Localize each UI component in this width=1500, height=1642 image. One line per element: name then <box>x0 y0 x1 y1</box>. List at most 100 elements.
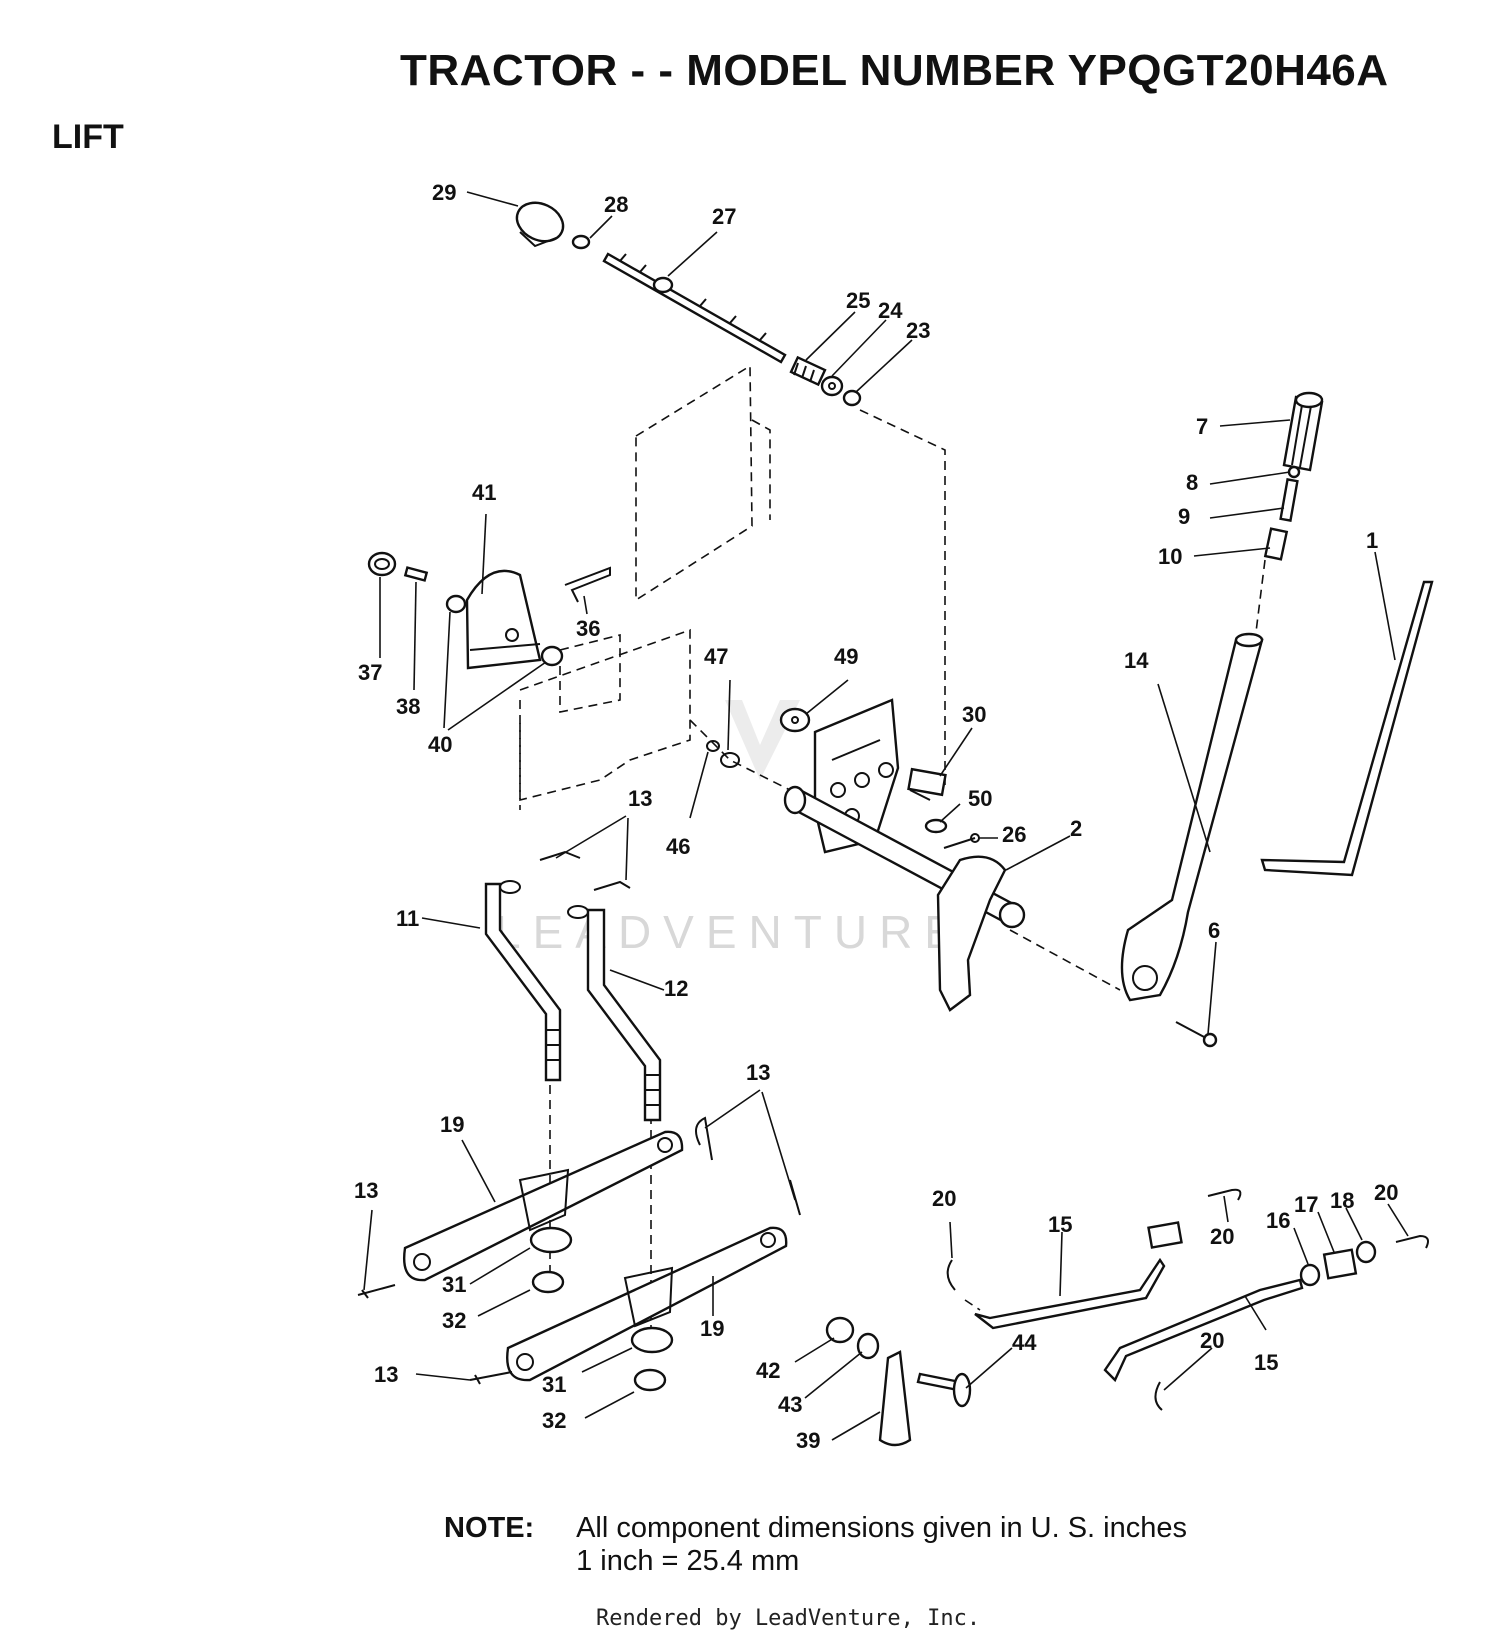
spring-part-25 <box>789 355 827 387</box>
note-label: NOTE: <box>444 1512 535 1544</box>
callout-13-right: 13 <box>746 1060 770 1085</box>
callout-42: 42 <box>756 1358 780 1383</box>
callout-31-upper: 31 <box>442 1272 466 1297</box>
callout-20-lower: 20 <box>1200 1328 1224 1353</box>
callout-13-lower: 13 <box>374 1362 398 1387</box>
callout-36: 36 <box>576 616 600 641</box>
callouts: 29 28 27 25 24 23 7 8 9 10 1 41 36 37 38… <box>354 180 1398 1453</box>
pin-part-26 <box>943 833 980 849</box>
callout-19-upper: 19 <box>440 1112 464 1137</box>
clip-part-13c <box>357 1284 396 1299</box>
callout-43: 43 <box>778 1392 802 1417</box>
callout-26: 26 <box>1002 822 1026 847</box>
footer-credit: Rendered by LeadVenture, Inc. <box>596 1606 981 1631</box>
rod-part-15a <box>974 1221 1183 1330</box>
washer-part-24 <box>820 375 844 397</box>
callout-2: 2 <box>1070 816 1082 841</box>
callout-18: 18 <box>1330 1188 1354 1213</box>
lift-arm-part-19b <box>506 1226 788 1382</box>
bushing-part-31b <box>630 1326 674 1354</box>
callout-1: 1 <box>1366 528 1378 553</box>
pivot-part-30 <box>907 767 947 801</box>
callout-49: 49 <box>834 644 858 669</box>
callout-50: 50 <box>968 786 992 811</box>
bolt-part-6 <box>1175 1021 1218 1048</box>
section-label: LIFT <box>52 118 124 156</box>
bracket-part-41 <box>465 569 542 670</box>
callout-10: 10 <box>1158 544 1182 569</box>
callout-30: 30 <box>962 702 986 727</box>
trunnion-part-17 <box>1322 1248 1358 1280</box>
callout-38: 38 <box>396 694 420 719</box>
knob-part-29 <box>515 201 565 248</box>
callout-32-lower: 32 <box>542 1408 566 1433</box>
bracket-part-39 <box>878 1350 912 1447</box>
lift-link-part-12 <box>567 905 662 1122</box>
callout-27: 27 <box>712 204 736 229</box>
nut-part-32a <box>531 1270 565 1294</box>
leader-lines <box>363 191 1409 1441</box>
clip-part-47 <box>720 752 740 768</box>
screw-part-38 <box>403 566 429 582</box>
callout-14: 14 <box>1124 648 1149 673</box>
lift-rod-part-1 <box>1260 580 1434 877</box>
clip-part-20a <box>946 1259 956 1291</box>
callout-11: 11 <box>396 906 419 931</box>
callout-28: 28 <box>604 192 628 217</box>
page-title: TRACTOR - - MODEL NUMBER YPQGT20H46A <box>400 46 1389 95</box>
callout-41: 41 <box>472 480 496 505</box>
washer-part-40a <box>445 594 467 614</box>
callout-8: 8 <box>1186 470 1198 495</box>
rod-part-15b <box>1103 1278 1304 1383</box>
clip-part-20c <box>1395 1234 1429 1249</box>
callout-44: 44 <box>1012 1330 1037 1355</box>
callout-20-mid: 20 <box>1210 1224 1234 1249</box>
callout-12: 12 <box>664 976 688 1001</box>
washer-part-49 <box>779 707 811 733</box>
callout-24: 24 <box>878 298 903 323</box>
pin-part-8 <box>1287 465 1301 479</box>
callout-19-lower: 19 <box>700 1316 724 1341</box>
clip-part-20d <box>1154 1381 1163 1411</box>
callout-20-left: 20 <box>932 1186 956 1211</box>
callout-13-left: 13 <box>354 1178 378 1203</box>
nut-part-18 <box>1355 1240 1377 1264</box>
callout-23: 23 <box>906 318 930 343</box>
bushing-part-31a <box>529 1226 573 1254</box>
callout-39: 39 <box>796 1428 820 1453</box>
callout-6: 6 <box>1208 918 1220 943</box>
grip-part-7 <box>1282 391 1324 472</box>
washer-part-28 <box>571 234 591 250</box>
lift-arm-part-19a <box>403 1130 684 1282</box>
callout-46: 46 <box>666 834 690 859</box>
nut-part-32b <box>633 1368 667 1392</box>
callout-9: 9 <box>1178 504 1190 529</box>
washer-part-40b <box>540 645 564 667</box>
clip-part-13d <box>469 1371 513 1385</box>
note-body: All component dimensions given in U. S. … <box>576 1512 1187 1578</box>
watermark: LEADVENTURE <box>495 700 967 958</box>
spring-part-10 <box>1263 527 1289 561</box>
callout-31-lower: 31 <box>542 1372 566 1397</box>
nut-part-23 <box>842 389 862 407</box>
lift-handle-part-14 <box>1120 632 1264 1002</box>
clamp-part-37 <box>367 551 397 577</box>
note-line-2: 1 inch = 25.4 mm <box>576 1545 800 1577</box>
nut-part-42 <box>825 1316 855 1344</box>
clip-part-36 <box>564 566 611 603</box>
clip-part-46 <box>706 740 720 752</box>
callout-17: 17 <box>1294 1192 1318 1217</box>
callout-15-lower: 15 <box>1254 1350 1278 1375</box>
pin-part-9 <box>1279 478 1299 522</box>
washer-part-50 <box>924 818 948 834</box>
callout-37: 37 <box>358 660 382 685</box>
callout-32-upper: 32 <box>442 1308 466 1333</box>
watermark-text: LEADVENTURE <box>495 906 967 958</box>
bolt-part-44 <box>916 1372 972 1408</box>
callout-29: 29 <box>432 180 456 205</box>
lift-link-part-11 <box>484 880 562 1082</box>
washer-part-16 <box>1299 1263 1321 1287</box>
lift-shaft-part-2 <box>783 698 1026 1012</box>
threaded-rod-part-27 <box>602 252 787 364</box>
